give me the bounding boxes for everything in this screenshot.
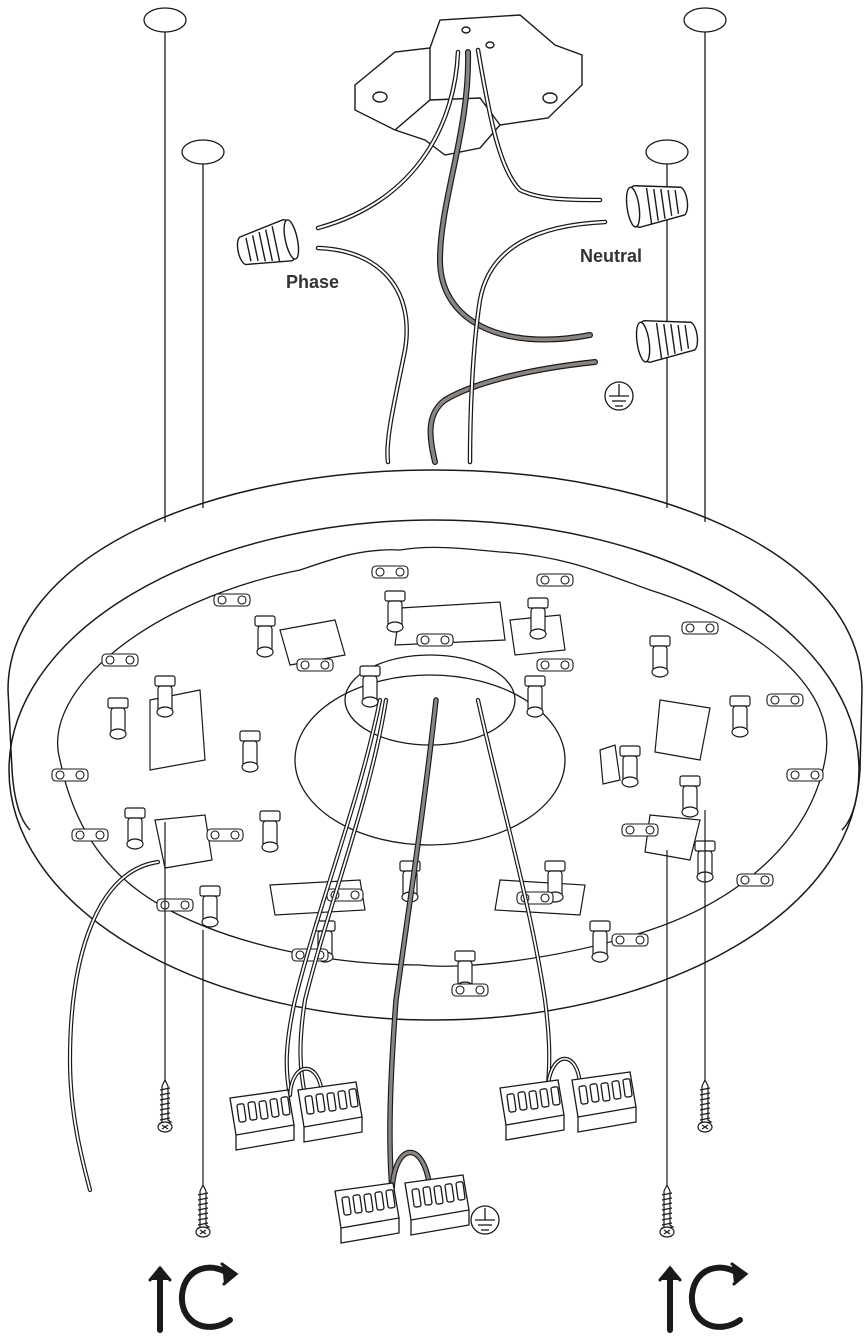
terminal-block-4: [571, 1071, 637, 1133]
drill-hole-right-inner: [645, 139, 689, 165]
wood-screw-icon: [157, 1078, 713, 1238]
rotate-arrow-right: [658, 1262, 749, 1333]
neutral-label: Neutral: [580, 246, 642, 266]
housing-top-rim: [7, 469, 863, 691]
plate-standoffs: [107, 590, 751, 993]
rotate-clockwise-arrow-icon: [148, 1262, 749, 1333]
drill-hole-left-inner: [181, 139, 225, 165]
terminal-block-3: [499, 1079, 565, 1141]
wire-nut-neutral: [625, 185, 689, 229]
drill-hole-left-outer: [143, 7, 187, 33]
wire-nut-connector-icon: [236, 185, 699, 364]
led-clips: [51, 565, 824, 997]
wire-nut-ground: [635, 320, 699, 364]
terminal-block-5: [334, 1182, 400, 1244]
ground-symbol-bottom-icon: [470, 1205, 500, 1235]
internal-wires: [67, 697, 552, 1193]
drill-hole-right-outer: [683, 7, 727, 33]
screw-left-outer: [157, 1078, 173, 1133]
luminaire-housing: [7, 469, 863, 1021]
ground-symbol-icon: [604, 381, 634, 411]
terminal-block-6: [404, 1174, 470, 1236]
screw-left-inner: [195, 1183, 211, 1238]
supply-wires: [315, 47, 608, 465]
wire-nut-phase: [236, 219, 300, 266]
wire-loops: [288, 1056, 582, 1193]
guide-lines-lower: [164, 810, 706, 1185]
screw-right-inner: [659, 1183, 675, 1238]
terminal-block-connector-icon: [229, 1071, 637, 1244]
phase-label: Phase: [286, 272, 339, 292]
rotate-arrow-left: [148, 1262, 239, 1333]
terminal-block-1: [229, 1089, 295, 1151]
terminal-block-2: [297, 1081, 363, 1143]
housing-inner-rim: [8, 519, 860, 1021]
screw-right-outer: [697, 1078, 713, 1133]
